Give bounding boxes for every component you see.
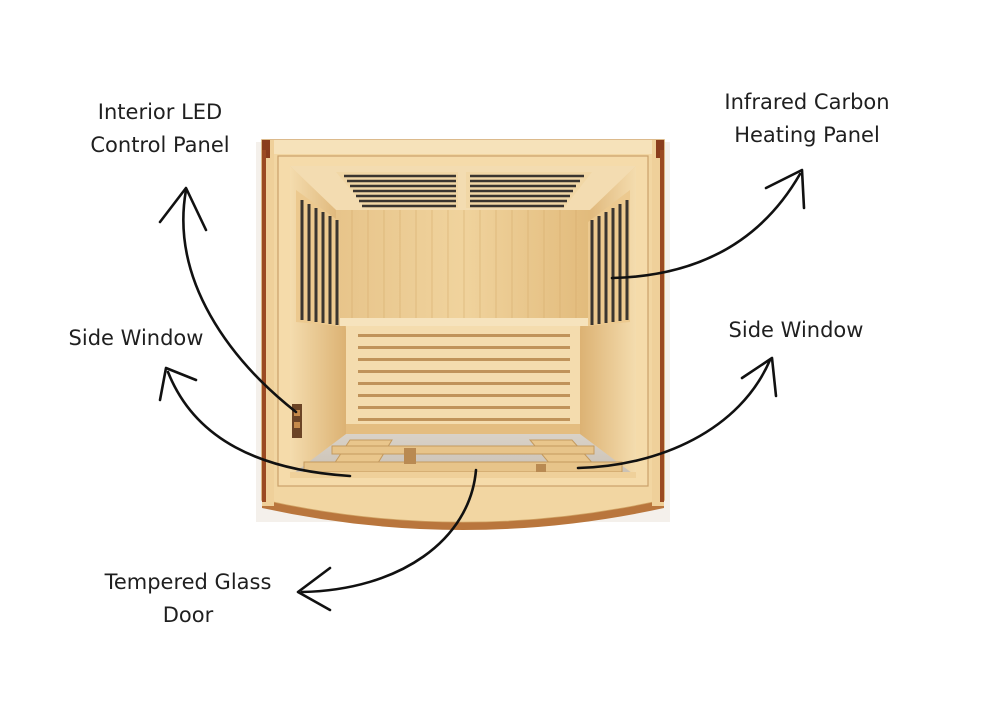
left-side-heater-panel bbox=[296, 190, 340, 326]
label-line: Heating Panel bbox=[734, 123, 880, 147]
arrow-led-control-panel bbox=[158, 186, 298, 414]
label-line: Interior LED bbox=[97, 100, 223, 124]
corner-cap bbox=[656, 140, 664, 158]
arrow-side-window-right bbox=[576, 356, 778, 470]
led-control-panel bbox=[292, 404, 302, 438]
ceiling bbox=[290, 166, 636, 210]
label-line: Side Window bbox=[68, 326, 204, 350]
label-line: Tempered Glass bbox=[104, 570, 272, 594]
label-line: Control Panel bbox=[90, 133, 230, 157]
arrow-tempered-glass-door bbox=[296, 468, 478, 612]
label-interior-led-control-panel: Interior LED Control Panel bbox=[70, 96, 250, 162]
label-line: Door bbox=[162, 603, 214, 627]
label-tempered-glass-door: Tempered Glass Door bbox=[88, 566, 288, 632]
bench bbox=[346, 326, 580, 434]
arrow-side-window-left bbox=[158, 366, 352, 478]
corner-cap bbox=[262, 140, 270, 158]
label-infrared-carbon-heating-panel: Infrared Carbon Heating Panel bbox=[712, 86, 902, 152]
right-side-heater-panel bbox=[588, 190, 630, 326]
floor bbox=[290, 434, 636, 478]
ceiling-heater-panel bbox=[336, 172, 592, 208]
label-side-window-left: Side Window bbox=[56, 322, 216, 355]
label-line: Infrared Carbon bbox=[724, 90, 890, 114]
back-wall bbox=[336, 210, 590, 326]
arrow-carbon-heating-panel bbox=[610, 168, 806, 280]
label-side-window-right: Side Window bbox=[716, 314, 876, 347]
label-line: Side Window bbox=[728, 318, 864, 342]
